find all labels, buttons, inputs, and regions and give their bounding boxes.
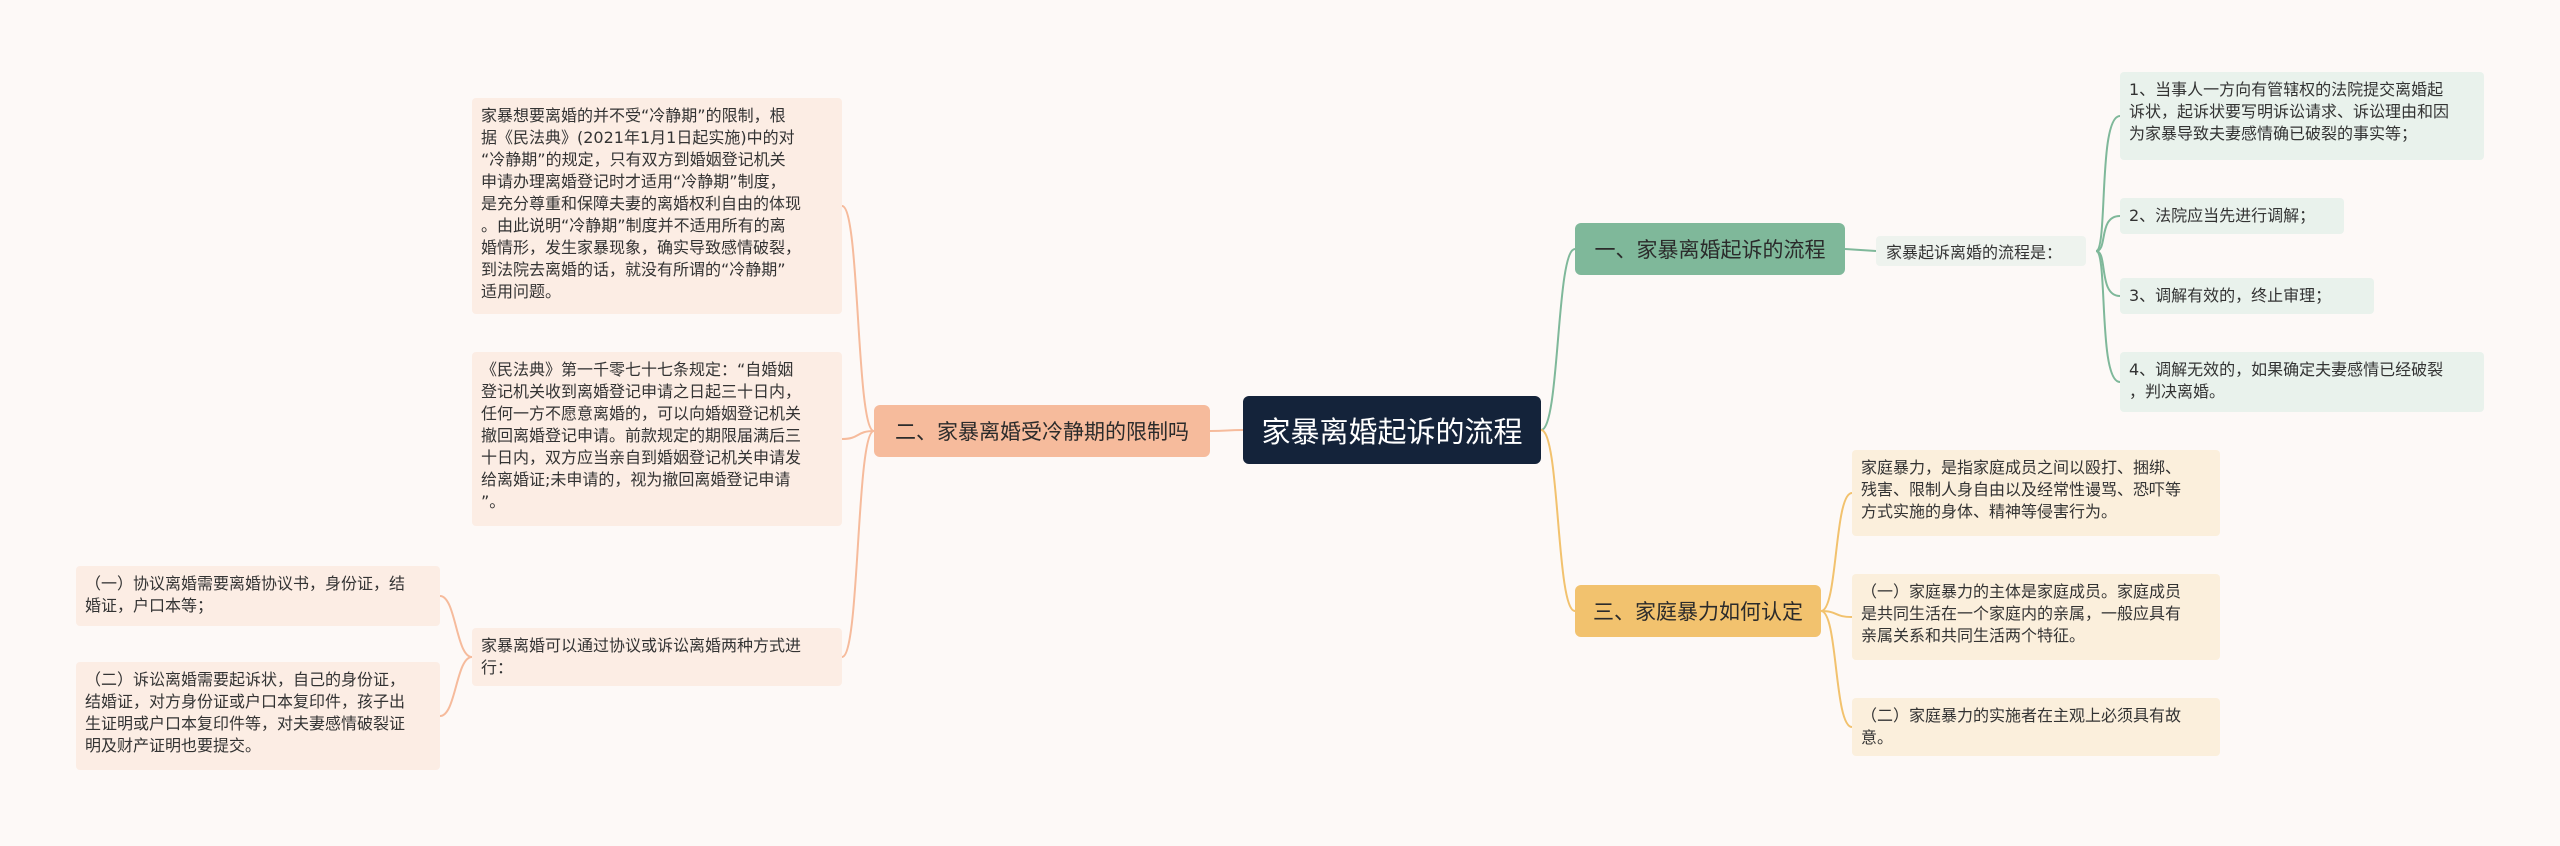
- definition-node[interactable]: 家庭暴力，是指家庭成员之间以殴打、捆绑、 残害、限制人身自由以及经常性谩骂、恐吓…: [1852, 450, 2220, 536]
- root-topic[interactable]: 家暴离婚起诉的流程: [1243, 396, 1541, 464]
- cooling-off-explanation-node[interactable]: 家暴想要离婚的并不受“冷静期”的限制，根 据《民法典》(2021年1月1日起实施…: [472, 98, 842, 314]
- civil-code-article-node[interactable]: 《民法典》第一千零七十七条规定：“自婚姻 登记机关收到离婚登记申请之日起三十日内…: [472, 352, 842, 526]
- branch-filing-process[interactable]: 一、家暴离婚起诉的流程: [1575, 223, 1845, 275]
- subject-node[interactable]: （一）家庭暴力的主体是家庭成员。家庭成员 是共同生活在一个家庭内的亲属，一般应具…: [1852, 574, 2220, 660]
- process-step-3[interactable]: 3、调解有效的，终止审理；: [2120, 278, 2374, 314]
- litigation-divorce-node[interactable]: （二）诉讼离婚需要起诉状，自己的身份证， 结婚证，对方身份证或户口本复印件，孩子…: [76, 662, 440, 770]
- branch-cooling-off-period[interactable]: 二、家暴离婚受冷静期的限制吗: [874, 405, 1210, 457]
- process-step-1[interactable]: 1、当事人一方向有管辖权的法院提交离婚起 诉状，起诉状要写明诉讼请求、诉讼理由和…: [2120, 72, 2484, 160]
- process-intro-node[interactable]: 家暴起诉离婚的流程是：: [1876, 236, 2086, 266]
- divorce-methods-node[interactable]: 家暴离婚可以通过协议或诉讼离婚两种方式进 行：: [472, 628, 842, 686]
- process-step-4[interactable]: 4、调解无效的，如果确定夫妻感情已经破裂 ，判决离婚。: [2120, 352, 2484, 412]
- branch-domestic-violence-definition[interactable]: 三、家庭暴力如何认定: [1575, 585, 1821, 637]
- intent-node[interactable]: （二）家庭暴力的实施者在主观上必须具有故 意。: [1852, 698, 2220, 756]
- process-step-2[interactable]: 2、法院应当先进行调解；: [2120, 198, 2344, 234]
- agreement-divorce-node[interactable]: （一）协议离婚需要离婚协议书，身份证，结 婚证，户口本等；: [76, 566, 440, 626]
